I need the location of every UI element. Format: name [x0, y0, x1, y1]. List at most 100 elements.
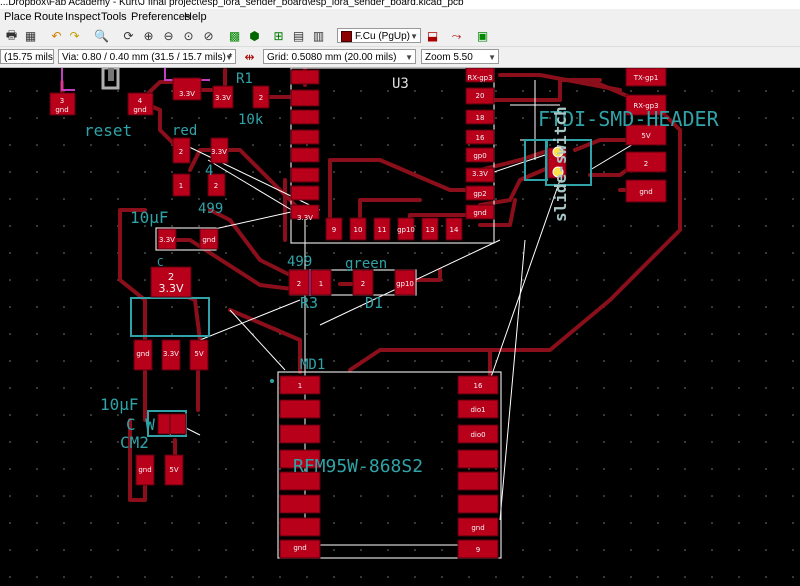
- pad-num-u3-13: 13: [426, 226, 435, 234]
- pad-num-r3-1: 1: [319, 280, 323, 288]
- pad-net-ftdi-5v: 5V: [641, 132, 650, 140]
- pad-num-u3-14: 14: [450, 226, 459, 234]
- menu-bar: Place Route Inspect Tools Preferences He…: [0, 9, 800, 26]
- via-size-select[interactable]: Via: 0.80 / 0.40 mm (31.5 / 15.7 mils) *…: [58, 49, 236, 64]
- zoom-in-icon[interactable]: ⊕: [143, 29, 154, 43]
- button-actuator: [108, 68, 114, 81]
- footprint-browser-icon[interactable]: ▤: [292, 29, 305, 43]
- menu-route[interactable]: Route: [34, 11, 64, 23]
- plot-icon[interactable]: ▦: [24, 29, 37, 43]
- pad-num-md-16: 16: [474, 382, 483, 390]
- label-u3: U3: [392, 76, 409, 92]
- drc-icon[interactable]: ⬢: [249, 29, 260, 43]
- label-r499a: 499: [198, 201, 223, 217]
- pcb-drawing[interactable]: reset R1 10k red 4 499 10µF C 10µF C W C…: [0, 68, 800, 586]
- pcb-canvas[interactable]: reset R1 10k red 4 499 10µF C 10µF C W C…: [0, 68, 800, 586]
- pad-net-u3-rx: RX-gp3: [467, 74, 492, 82]
- pad-labels: 3 gnd 4 gnd 3.3V 3.3V 2 2 3.3V 1 2 3.3V …: [55, 74, 658, 554]
- label-r499b: 499: [287, 254, 312, 270]
- undo-icon[interactable]: ↶: [51, 29, 62, 43]
- pad-num-u3-9: 9: [332, 226, 336, 234]
- pad-net-md-gnd-2: gnd: [471, 524, 484, 532]
- 3d-viewer-icon[interactable]: ▣: [476, 29, 489, 43]
- pad-net-reg-gnd: gnd: [136, 350, 149, 358]
- zoom-fit-icon[interactable]: ⊙: [183, 29, 194, 43]
- pad-net-c1-33v: 3.3V: [159, 236, 175, 244]
- pad-net-c1-gnd: gnd: [202, 236, 215, 244]
- pad-num-r3-2: 2: [297, 280, 301, 288]
- netlist-icon[interactable]: ▩: [228, 29, 241, 43]
- pad-net-cm2-5v: 5V: [169, 466, 178, 474]
- label-r1: R1: [236, 71, 253, 87]
- pad-net-reg-33v-2: 3.3V: [163, 350, 179, 358]
- button-outline: [101, 68, 120, 90]
- chevron-down-icon: ▼: [225, 53, 233, 62]
- label-green: green: [345, 256, 387, 272]
- silkscreen-outlines: [130, 139, 592, 437]
- label-red: red: [172, 123, 197, 139]
- pad-num-d1-2: 2: [361, 280, 365, 288]
- track-via-toolbar: (15.75 mils) * Via: 0.80 / 0.40 mm (31.5…: [0, 47, 800, 68]
- zoom-select[interactable]: Zoom 5.50 ▼: [421, 49, 499, 64]
- label-cw: C W: [126, 415, 155, 434]
- pad-net-ftdi-tx: TX-gp1: [633, 74, 659, 82]
- pin1-marker: [270, 379, 274, 383]
- label-slide-switch: slide-switch: [551, 106, 570, 222]
- pad-net-u3-gp0: gp0: [473, 152, 486, 160]
- pad-net-r1-33v: 3.3V: [215, 94, 231, 102]
- print-icon[interactable]: 🖶: [5, 27, 18, 42]
- pad-num-u3-11: 11: [378, 226, 387, 234]
- find-icon[interactable]: 🔍: [94, 29, 109, 43]
- menu-help[interactable]: Help: [184, 11, 207, 23]
- pad-net-reset-gnd: gnd: [55, 106, 68, 114]
- window-title: ...Dropbox\Fab Academy - Kurt\J final pr…: [0, 0, 464, 8]
- pad-net-md-gnd: gnd: [293, 544, 306, 552]
- pad-num-reg-2: 2: [168, 272, 174, 283]
- chevron-down-icon: ▼: [410, 32, 418, 41]
- refresh-icon[interactable]: ⟳: [123, 29, 134, 43]
- pad-net-led-33v: 3.3V: [211, 148, 227, 156]
- label-rfm95w: RFM95W-868S2: [293, 456, 423, 477]
- menu-inspect[interactable]: Inspect: [65, 11, 101, 23]
- label-r3: R3: [300, 294, 318, 312]
- layer-color-swatch: [341, 30, 352, 42]
- slide-switch-holes: [552, 146, 564, 178]
- pad-num-r-2: 2: [214, 182, 218, 190]
- pad-num-md-1: 1: [298, 382, 302, 390]
- zoom-out-icon[interactable]: ⊖: [163, 29, 174, 43]
- menu-tools[interactable]: Tools: [101, 11, 127, 23]
- pad-net-sw-33v: 3.3V: [179, 90, 195, 98]
- pad-net-reset-gnd-2: gnd: [133, 106, 146, 114]
- silkscreen-labels: reset R1 10k red 4 499 10µF C 10µF C W C…: [84, 71, 720, 477]
- label-led4: 4: [205, 163, 213, 179]
- interactive-router-icon[interactable]: ⤳: [451, 28, 462, 43]
- zoom-selection-icon[interactable]: ⊘: [203, 29, 214, 43]
- pad-num-u3-10: 10: [354, 226, 363, 234]
- main-toolbar: 🖶 ▦ ↶ ↷ 🔍 ⟳ ⊕ ⊖ ⊙ ⊘ ▩ ⬢ ⊞ ▤ ▥ F.Cu (PgUp…: [0, 26, 800, 47]
- pad-net-u3-33v-b: 3.3V: [472, 170, 488, 178]
- label-c10uf-b: 10µF: [100, 395, 139, 414]
- label-cap-c: C: [157, 256, 164, 269]
- footprint-editor-icon[interactable]: ⊞: [273, 29, 284, 43]
- copper-tracks: [60, 68, 682, 502]
- copper-pads: [49, 68, 667, 559]
- scripting-icon[interactable]: ▥: [312, 29, 325, 43]
- layer-selector[interactable]: F.Cu (PgUp) ▼: [337, 28, 421, 43]
- layer-pair-icon[interactable]: ⬓: [426, 29, 439, 43]
- pad-net-cm2-gnd: gnd: [138, 466, 151, 474]
- pad-net-ftdi-gnd: gnd: [639, 188, 652, 196]
- label-d1: D1: [365, 294, 383, 312]
- pad-num-u3-16: 16: [476, 134, 485, 142]
- auto-track-width-icon[interactable]: ⇹: [244, 50, 255, 64]
- pad-num-md-9: 9: [476, 546, 480, 554]
- menu-place[interactable]: Place: [4, 11, 32, 23]
- pad-num-r1-2: 2: [259, 94, 263, 102]
- label-cm2: CM2: [120, 433, 149, 452]
- pad-net-md-dio1: dio1: [470, 406, 485, 414]
- grid-select[interactable]: Grid: 0.5080 mm (20.00 mils) ▼: [263, 49, 416, 64]
- track-width-select[interactable]: (15.75 mils) *: [0, 49, 54, 64]
- menu-preferences[interactable]: Preferences: [131, 11, 191, 23]
- pad-net-u3-gnd: gnd: [473, 209, 486, 217]
- redo-icon[interactable]: ↷: [69, 29, 80, 43]
- pad-net-u3-gp10: gp10: [397, 226, 415, 234]
